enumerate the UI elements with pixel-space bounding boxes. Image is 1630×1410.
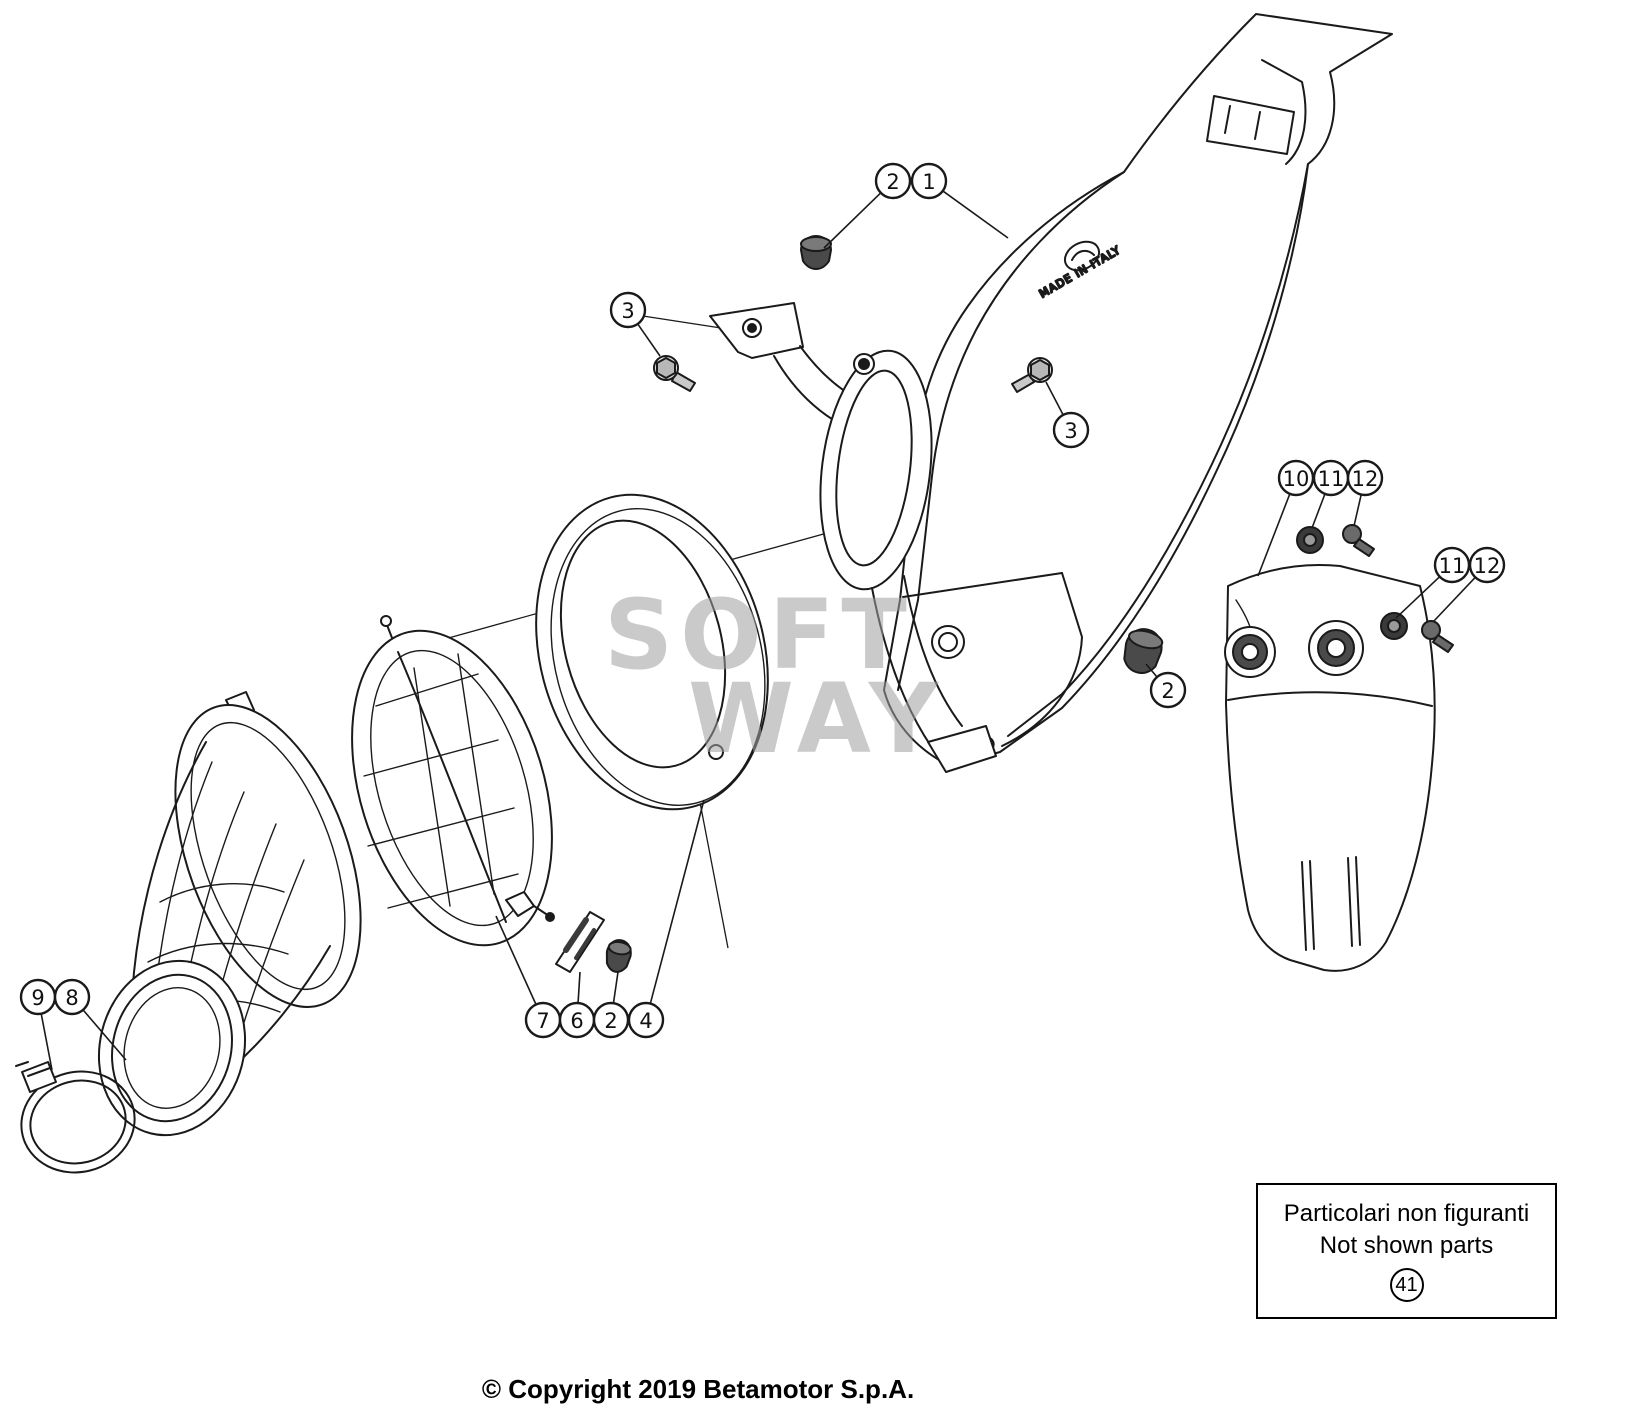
hose-clamp-part-9 bbox=[15, 1061, 136, 1174]
callout-leader-line bbox=[1311, 493, 1326, 529]
callout-leader-line bbox=[649, 799, 705, 1004]
callout-leader-line bbox=[1045, 381, 1064, 416]
airbox-inner-right-edge bbox=[1007, 163, 1309, 737]
callout-balloon-12 bbox=[1468, 546, 1506, 584]
boot-mouth-inner bbox=[123, 987, 221, 1109]
callout-label-11: 11 bbox=[1318, 467, 1345, 491]
boot-mouth-outer bbox=[97, 959, 247, 1137]
boot-flange-inner bbox=[190, 721, 346, 991]
bracket-arm-line1 bbox=[773, 355, 841, 425]
callout-label-1: 1 bbox=[922, 170, 935, 194]
callout-leader-line bbox=[637, 323, 661, 357]
callout-leader-line bbox=[1353, 494, 1362, 527]
callout-leader-line bbox=[1145, 663, 1158, 678]
airbox-front-bracket bbox=[709, 302, 997, 773]
callout-label-2: 2 bbox=[604, 1009, 617, 1033]
callout-leader-line bbox=[1395, 576, 1441, 619]
bracket-duct-inner bbox=[835, 369, 913, 567]
not-shown-ref-circle: 41 bbox=[1389, 1268, 1424, 1303]
callout-balloon-1 bbox=[910, 162, 948, 200]
bracket-strut-line1 bbox=[871, 587, 939, 757]
callout-leader-line bbox=[495, 915, 537, 1005]
grommet-part-2-top bbox=[800, 235, 832, 270]
callout-label-2: 2 bbox=[1161, 679, 1174, 703]
not-shown-parts-box: Particolari non figuranti Not shown part… bbox=[1256, 1183, 1557, 1319]
callout-balloon-4 bbox=[627, 1001, 665, 1039]
plate-part-6 bbox=[555, 911, 605, 973]
filter-cage-part-7 bbox=[351, 615, 555, 947]
callout-label-3: 3 bbox=[1064, 419, 1077, 443]
not-shown-title-english: Not shown parts bbox=[1319, 1231, 1494, 1259]
bracket-foot bbox=[927, 725, 997, 773]
callout-balloon-2 bbox=[874, 162, 912, 200]
screw-part-3-right bbox=[1011, 357, 1053, 393]
filter-ring-part-4 bbox=[535, 493, 769, 811]
side-guard-part-10 bbox=[1224, 563, 1436, 972]
boot-flange-outer bbox=[174, 704, 362, 1008]
callout-label-11: 11 bbox=[1439, 554, 1466, 578]
screw-part-12-left bbox=[1342, 524, 1375, 557]
intake-boot-part-8 bbox=[97, 691, 362, 1137]
washer-part-11-right bbox=[1380, 612, 1408, 640]
callout-leader-line bbox=[942, 190, 1009, 239]
grommet-part-2-bottom bbox=[605, 939, 632, 973]
callout-leader-line bbox=[823, 192, 882, 249]
airbox-top-spout-line bbox=[1261, 59, 1307, 165]
washer-part-11-left bbox=[1296, 526, 1324, 554]
grommet-part-2-right bbox=[1123, 628, 1164, 674]
screw-part-3-left bbox=[653, 355, 696, 392]
guard-outline bbox=[1225, 563, 1436, 972]
screw-part-12-right bbox=[1421, 620, 1454, 653]
callout-leader-line bbox=[612, 971, 619, 1004]
callout-label-8: 8 bbox=[65, 986, 78, 1010]
callout-leader-line bbox=[1432, 576, 1476, 623]
callout-leader-line bbox=[577, 971, 581, 1004]
callout-leader-line bbox=[1257, 493, 1291, 577]
callout-balloon-3 bbox=[1052, 411, 1090, 449]
callout-label-6: 6 bbox=[570, 1009, 583, 1033]
callout-balloon-8 bbox=[53, 978, 91, 1016]
callout-label-7: 7 bbox=[536, 1009, 549, 1033]
airbox-outline bbox=[883, 13, 1393, 767]
callout-label-10: 10 bbox=[1283, 467, 1310, 491]
not-shown-title-italian: Particolari non figuranti bbox=[1283, 1199, 1530, 1227]
airbox-inner-left-edge bbox=[897, 171, 1125, 691]
brand-emblem bbox=[1063, 240, 1101, 272]
callout-label-2: 2 bbox=[886, 170, 899, 194]
callout-label-4: 4 bbox=[639, 1009, 652, 1033]
callout-label-3: 3 bbox=[621, 299, 634, 323]
callout-leader-line bbox=[82, 1009, 127, 1061]
bracket-strut-line2 bbox=[903, 575, 963, 727]
callout-balloon-3 bbox=[609, 291, 647, 329]
copyright-text: © Copyright 2019 Betamotor S.p.A. bbox=[481, 1374, 915, 1404]
ring-drain-hole bbox=[708, 744, 724, 760]
not-shown-ref-number: 41 bbox=[1395, 1274, 1418, 1297]
callout-leader-line bbox=[40, 1013, 53, 1071]
callout-label-9: 9 bbox=[31, 986, 44, 1010]
callout-balloon-12 bbox=[1346, 459, 1384, 497]
boot-mouth-mid bbox=[111, 973, 233, 1123]
watermark-line-2: WAY bbox=[688, 663, 945, 775]
airbox-part-1: MADE IN ITALY bbox=[883, 13, 1393, 767]
cage-stem-tip bbox=[380, 615, 392, 627]
callout-label-12: 12 bbox=[1352, 467, 1379, 491]
watermark-line-1: SOFT bbox=[604, 579, 914, 691]
callout-label-12: 12 bbox=[1474, 554, 1501, 578]
callout-balloon-2 bbox=[1149, 671, 1187, 709]
